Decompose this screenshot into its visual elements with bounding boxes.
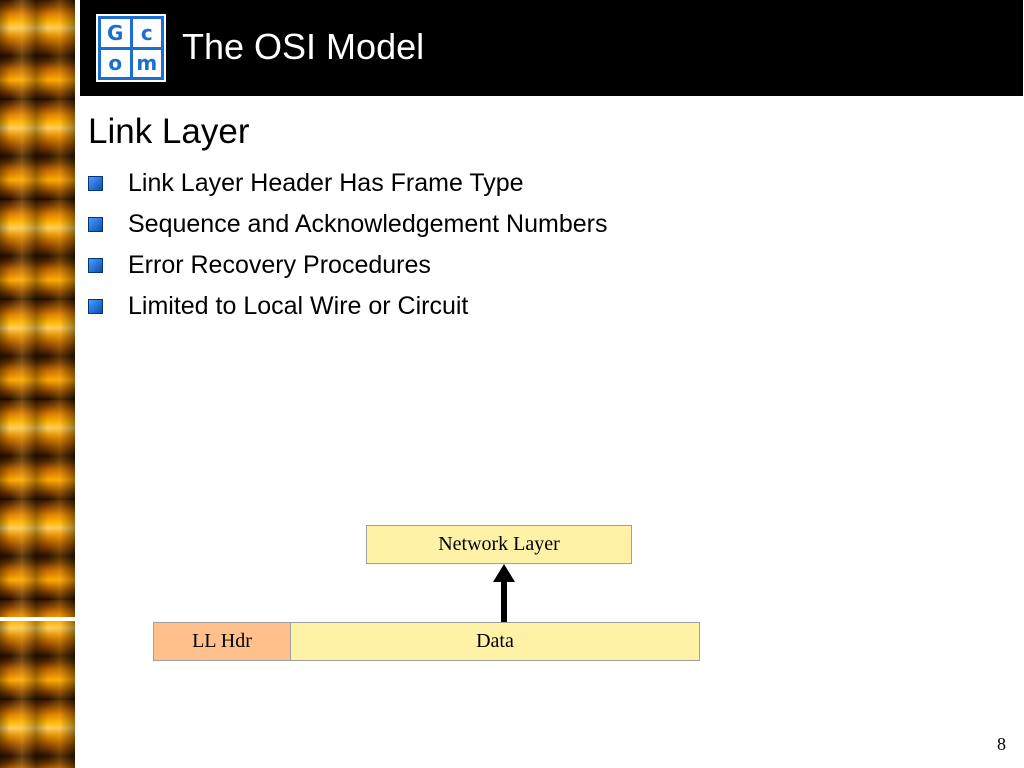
page-number: 8 <box>997 734 1006 754</box>
data-box: Data <box>290 622 700 661</box>
bullet-text: Sequence and Acknowledgement Numbers <box>128 210 608 238</box>
logo-letter: G <box>101 19 130 47</box>
gcom-logo: G c o m <box>96 14 166 82</box>
logo-letter: c <box>132 19 161 47</box>
slide-title: The OSI Model <box>182 26 425 67</box>
section-heading: Link Layer <box>88 112 250 151</box>
logo-letter: m <box>132 49 161 77</box>
bullet-item: Limited to Local Wire or Circuit <box>88 286 607 327</box>
title-bar: G c o m The OSI Model <box>80 0 1023 96</box>
bullet-text: Limited to Local Wire or Circuit <box>128 292 469 320</box>
bullet-text: Link Layer Header Has Frame Type <box>128 169 524 197</box>
logo-letter: o <box>101 49 130 77</box>
vertical-divider <box>75 0 80 768</box>
bullet-item: Link Layer Header Has Frame Type <box>88 163 607 204</box>
bullet-item: Sequence and Acknowledgement Numbers <box>88 204 607 245</box>
network-layer-box: Network Layer <box>366 525 632 564</box>
decorative-side-strip <box>0 0 75 768</box>
square-bullet-icon <box>88 258 103 273</box>
square-bullet-icon <box>88 299 103 314</box>
square-bullet-icon <box>88 176 103 191</box>
up-arrow-icon <box>493 564 515 622</box>
strip-gap <box>0 617 75 621</box>
square-bullet-icon <box>88 217 103 232</box>
bullet-item: Error Recovery Procedures <box>88 245 607 286</box>
ll-hdr-box: LL Hdr <box>153 622 291 661</box>
bullet-text: Error Recovery Procedures <box>128 251 431 279</box>
bullet-list: Link Layer Header Has Frame Type Sequenc… <box>88 163 607 327</box>
